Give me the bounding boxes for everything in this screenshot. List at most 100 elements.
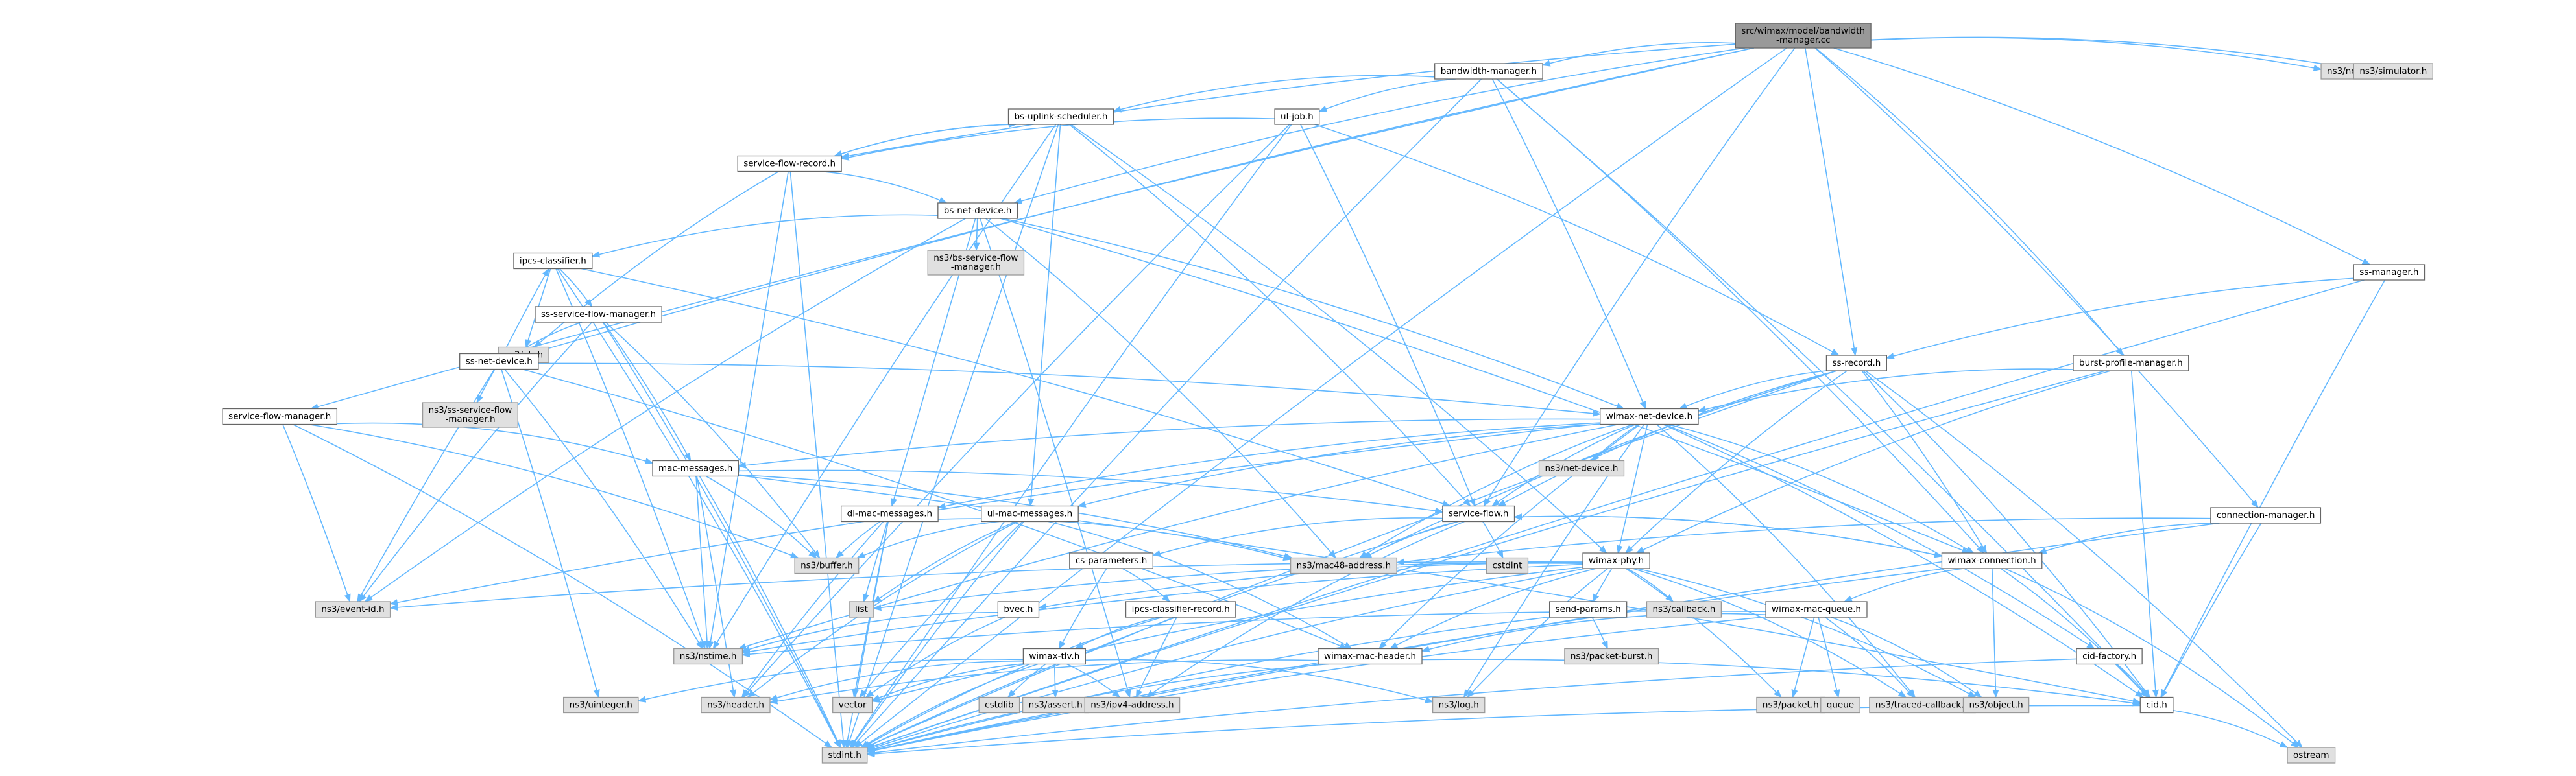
node-label: ipcs-classifier.h <box>520 256 586 266</box>
node-wnd[interactable]: wimax-net-device.h <box>1600 408 1699 425</box>
node-mac48[interactable]: ns3/mac48-address.h <box>1290 557 1397 574</box>
edge-ulmm-to-vector <box>859 521 1023 698</box>
node-connm[interactable]: connection-manager.h <box>2210 507 2322 524</box>
node-bpm[interactable]: burst-profile-manager.h <box>2073 355 2189 371</box>
node-box <box>1007 108 1114 125</box>
node-dlmm[interactable]: dl-mac-messages.h <box>840 505 939 523</box>
node-packet[interactable]: ns3/packet.h <box>1756 696 1825 714</box>
node-bsnd[interactable]: bs-net-device.h <box>937 202 1018 219</box>
node-box <box>1756 696 1825 714</box>
node-box <box>2076 648 2143 665</box>
edge-bpm-to-wnd <box>1697 368 2074 413</box>
node-sfm[interactable]: service-flow-manager.h <box>222 408 338 425</box>
node-wmq[interactable]: wimax-mac-queue.h <box>1765 601 1868 618</box>
node-vector[interactable]: vector <box>832 696 873 714</box>
edge-sssfm-to-stdint <box>602 322 841 749</box>
node-nstime[interactable]: ns3/nstime.h <box>673 648 743 665</box>
node-wconn[interactable]: wimax-connection.h <box>1941 552 2043 569</box>
node-sendp[interactable]: send-params.h <box>1548 601 1628 618</box>
node-wphy[interactable]: wimax-phy.h <box>1582 552 1650 569</box>
node-n0[interactable]: src/wimax/model/bandwidth-manager.cc <box>1735 23 1872 49</box>
node-queue[interactable]: queue <box>1820 696 1860 714</box>
edge-ulmm-to-wmh <box>1048 521 1353 650</box>
node-nsssfm[interactable]: ns3/ss-service-flow-manager.h <box>422 402 518 428</box>
edge-n0-to-ssm <box>1833 47 2371 265</box>
node-stdint[interactable]: stdint.h <box>821 747 868 764</box>
node-ipcs[interactable]: ipcs-classifier.h <box>513 252 593 270</box>
node-netdev[interactable]: ns3/net-device.h <box>1538 460 1625 477</box>
edge-wmh-to-header <box>769 659 1319 705</box>
node-ssrec[interactable]: ss-record.h <box>1825 355 1888 371</box>
node-bsup[interactable]: bs-uplink-scheduler.h <box>1007 108 1114 125</box>
node-list[interactable]: list <box>849 601 874 618</box>
node-cstdlib[interactable]: cstdlib <box>978 696 1020 714</box>
node-cstdint[interactable]: cstdint <box>1486 557 1529 574</box>
edge-sf-to-cstdint <box>1482 521 1504 559</box>
node-sfr[interactable]: service-flow-record.h <box>737 155 842 172</box>
edge-bsup-to-sfr <box>834 124 1017 157</box>
node-bwm[interactable]: bandwidth-manager.h <box>1434 63 1543 80</box>
edge-uljob-to-sfr <box>840 117 1275 161</box>
node-label: vector <box>839 700 867 711</box>
node-wmh[interactable]: wimax-mac-header.h <box>1318 648 1423 665</box>
edge-dlmm-to-list <box>862 521 888 603</box>
node-header[interactable]: ns3/header.h <box>701 696 771 714</box>
node-ulmm[interactable]: ul-mac-messages.h <box>981 505 1079 523</box>
edge-n0-to-bpm <box>1815 47 2124 356</box>
edge-ssrec-to-mac48 <box>1362 370 1837 559</box>
node-sim[interactable]: ns3/simulator.h <box>2353 63 2433 80</box>
node-ipv4[interactable]: ns3/ipv4-address.h <box>1084 696 1181 714</box>
edge-wconn-to-object <box>1992 568 1999 698</box>
node-box <box>1442 505 1515 523</box>
edge-wnd-to-ulmm <box>1077 423 1600 508</box>
edge-wnd-to-macmsg <box>738 418 1600 469</box>
node-label: wimax-mac-queue.h <box>1772 604 1861 615</box>
node-pktburst[interactable]: ns3/packet-burst.h <box>1564 648 1659 665</box>
node-label: wimax-connection.h <box>1947 556 2036 566</box>
node-uinteger[interactable]: ns3/uinteger.h <box>562 696 639 714</box>
node-ipcsrec[interactable]: ipcs-classifier-record.h <box>1125 601 1236 618</box>
node-eventid[interactable]: ns3/event-id.h <box>315 601 391 618</box>
edge-wphy-to-wmh <box>1389 568 1596 650</box>
node-box <box>1125 601 1236 618</box>
node-csp[interactable]: cs-parameters.h <box>1069 552 1153 569</box>
edge-ssnd-to-ipcs <box>502 268 549 354</box>
edge-sssfm-to-eventid <box>359 322 593 603</box>
node-ssm[interactable]: ss-manager.h <box>2353 264 2426 281</box>
node-label: ns3/assert.h <box>1029 700 1083 711</box>
node-label: cs-parameters.h <box>1076 556 1147 566</box>
node-assert[interactable]: ns3/assert.h <box>1022 696 1089 714</box>
node-sssfm[interactable]: ss-service-flow-manager.h <box>535 306 662 323</box>
edge-sfm-to-buffer <box>308 423 799 559</box>
edge-wnd-to-dlmm <box>937 422 1600 510</box>
edge-ulmm-to-list <box>873 521 1017 603</box>
edge-sssfm-to-macmsg <box>603 322 692 462</box>
node-wtlv[interactable]: wimax-tlv.h <box>1022 648 1086 665</box>
node-label: bs-uplink-scheduler.h <box>1014 112 1107 122</box>
node-box <box>701 696 771 714</box>
node-label: cid-factory.h <box>2082 652 2136 662</box>
node-callback[interactable]: ns3/callback.h <box>1646 601 1722 618</box>
node-cid[interactable]: cid.h <box>2139 696 2174 714</box>
node-cidf[interactable]: cid-factory.h <box>2076 648 2143 665</box>
edge-sfr-to-bsup <box>834 121 1017 157</box>
node-uljob[interactable]: ul-job.h <box>1274 108 1320 125</box>
node-label: service-flow.h <box>1449 509 1509 519</box>
edge-n0-to-stdint <box>854 47 1787 748</box>
edge-ssm-to-stdint <box>866 279 2365 749</box>
edge-ssnd-to-eventid <box>357 369 495 603</box>
node-macmsg[interactable]: mac-messages.h <box>652 460 739 477</box>
node-ssnd[interactable]: ss-net-device.h <box>459 353 539 370</box>
node-buffer[interactable]: ns3/buffer.h <box>794 557 860 574</box>
node-bssfm[interactable]: ns3/bs-service-flow-manager.h <box>927 250 1025 276</box>
node-box <box>1941 552 2043 569</box>
node-ostream[interactable]: ostream <box>2287 747 2336 764</box>
node-box <box>1069 552 1153 569</box>
node-sf[interactable]: service-flow.h <box>1442 505 1515 523</box>
node-bvec[interactable]: bvec.h <box>997 601 1040 618</box>
node-tcb[interactable]: ns3/traced-callback.h <box>1869 696 1976 714</box>
node-log[interactable]: ns3/log.h <box>1432 696 1486 714</box>
node-object[interactable]: ns3/object.h <box>1962 696 2030 714</box>
edge-csp-to-ipcsrec <box>1122 568 1171 602</box>
